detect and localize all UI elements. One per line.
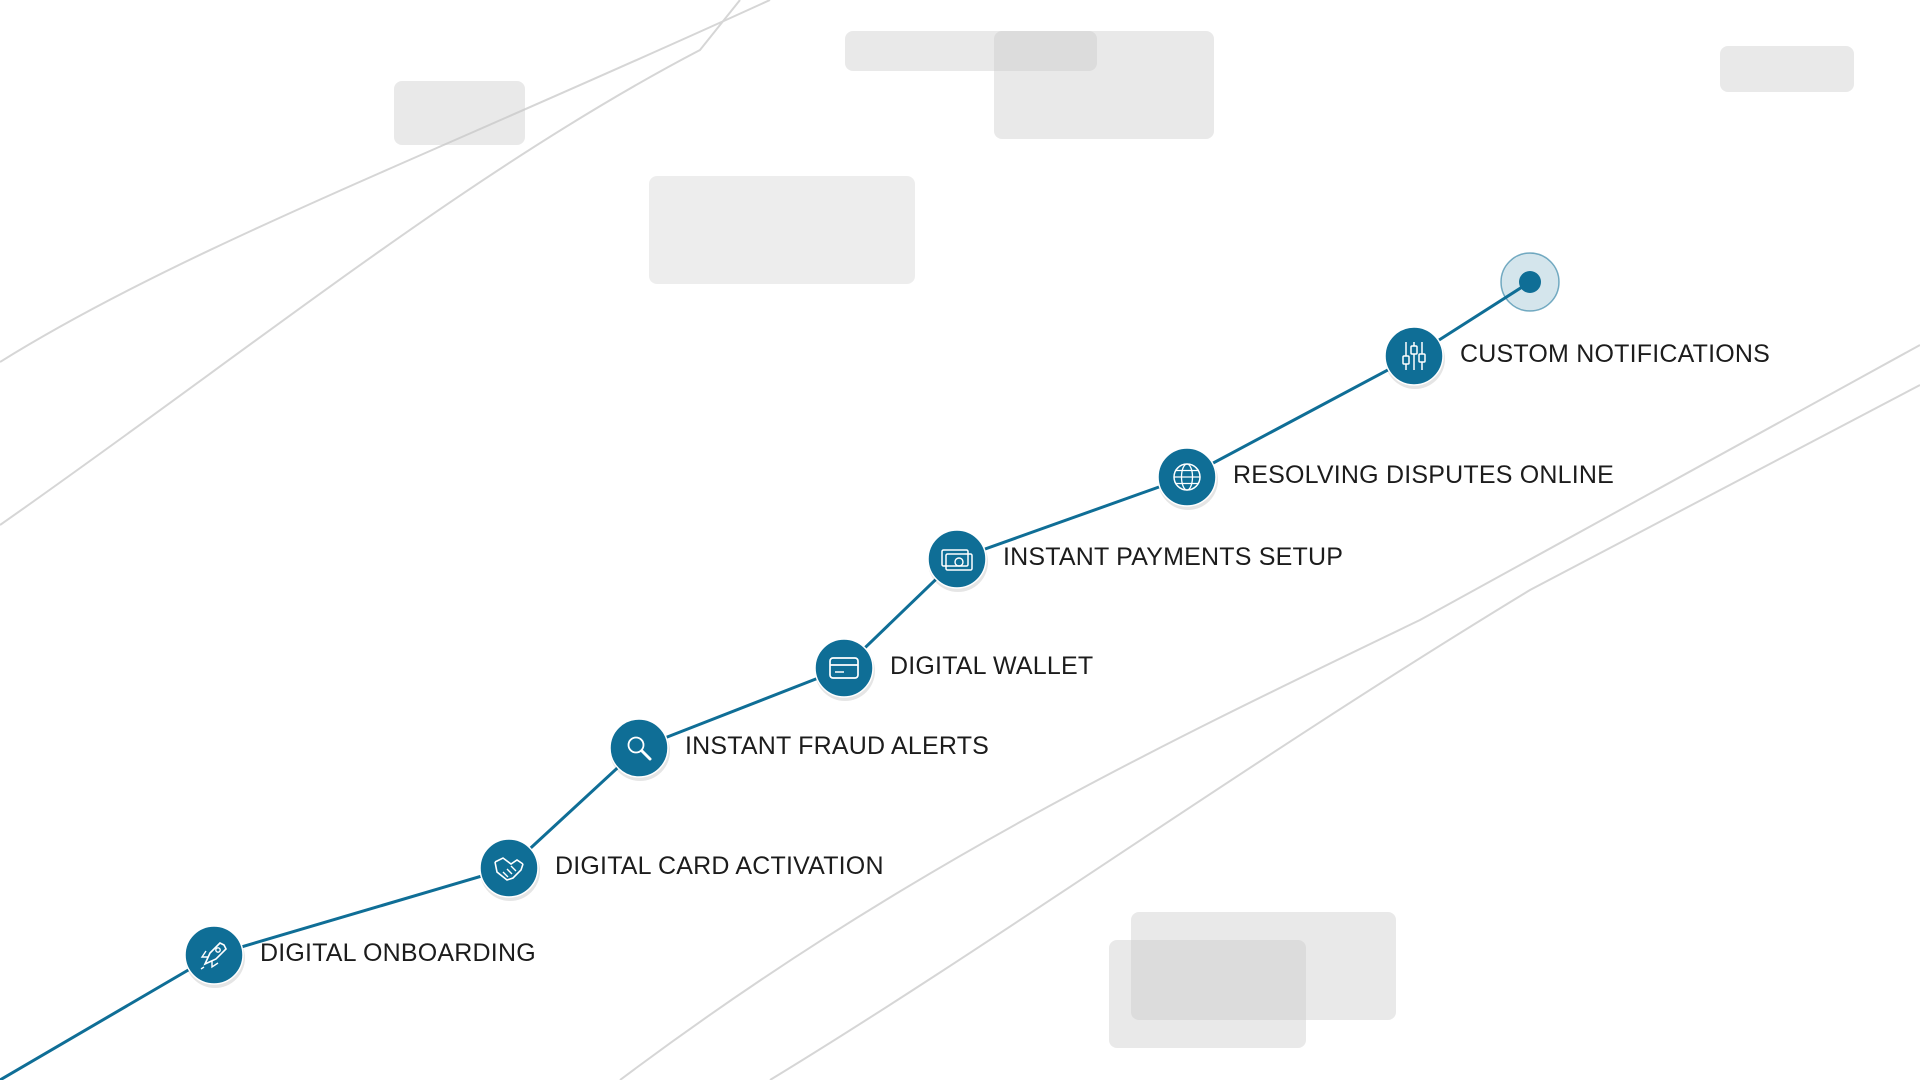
ghost-box	[1131, 912, 1396, 1020]
step-label: DIGITAL WALLET	[890, 652, 1094, 680]
ghost-box	[649, 176, 915, 284]
step-node[interactable]	[1157, 447, 1218, 510]
step-node[interactable]	[479, 838, 540, 901]
ghost-box	[394, 81, 525, 145]
step-label: CUSTOM NOTIFICATIONS	[1460, 340, 1771, 368]
background-curve	[0, 0, 741, 526]
step-circle	[184, 925, 244, 985]
step-node[interactable]	[814, 638, 875, 701]
step-label: INSTANT PAYMENTS SETUP	[1003, 543, 1344, 571]
step-node[interactable]	[184, 925, 245, 988]
step-label: INSTANT FRAUD ALERTS	[685, 732, 990, 760]
step-circle	[814, 638, 874, 698]
step-label: DIGITAL ONBOARDING	[260, 939, 536, 967]
step-node[interactable]	[1384, 326, 1445, 389]
step-node[interactable]	[927, 529, 988, 592]
banknotes-icon	[941, 549, 973, 571]
step-label: RESOLVING DISPUTES ONLINE	[1233, 461, 1615, 489]
handshake-icon	[494, 857, 524, 881]
credit-card-icon	[829, 657, 859, 679]
step-circle	[479, 838, 539, 898]
ghost-box	[1109, 940, 1306, 1048]
magnifier-icon	[627, 736, 652, 761]
ghost-box	[994, 31, 1214, 139]
ghost-box	[845, 31, 1097, 71]
sliders-icon	[1402, 342, 1426, 370]
step-circle	[609, 718, 669, 778]
globe-icon	[1173, 463, 1201, 491]
background-curve	[0, 0, 771, 363]
step-node[interactable]	[609, 718, 670, 781]
rocket-icon	[200, 942, 227, 970]
step-label: DIGITAL CARD ACTIVATION	[555, 852, 884, 880]
ghost-box	[1720, 46, 1854, 92]
background-curve	[769, 384, 1920, 1080]
target-dot-icon	[1500, 252, 1560, 312]
background-curve	[619, 344, 1920, 1080]
journey-nodes	[184, 252, 1560, 988]
